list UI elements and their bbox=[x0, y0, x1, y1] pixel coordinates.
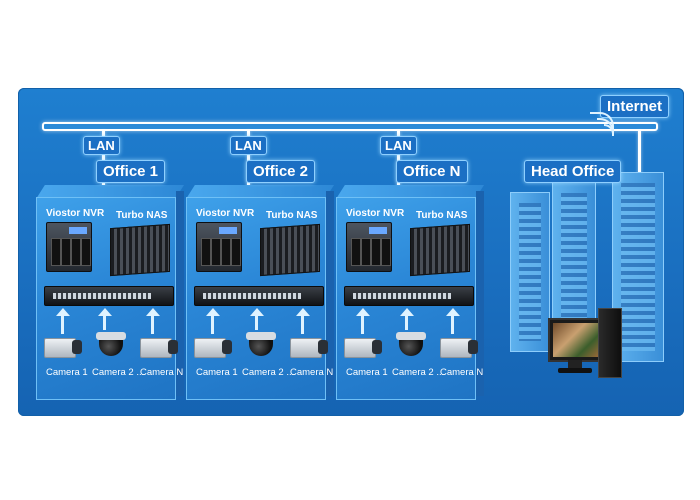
office-n-camera-2-label: Camera 2 ... bbox=[392, 367, 445, 378]
office-n-title: Office N bbox=[396, 160, 468, 183]
internet-wave-icon bbox=[597, 118, 614, 135]
office-2-nas-label: Turbo NAS bbox=[266, 210, 318, 221]
office-n-nvr-label: Viostor NVR bbox=[346, 208, 405, 219]
office-n-camera-1-label: Camera 1 bbox=[346, 367, 388, 378]
wan-bus-line bbox=[42, 122, 658, 131]
nvr-icon bbox=[196, 222, 242, 272]
office-1-nvr-label: Viostor NVR bbox=[46, 208, 105, 219]
nvr-icon bbox=[46, 222, 92, 272]
head-office-label: Head Office bbox=[524, 160, 622, 183]
monitor-stand bbox=[568, 360, 582, 368]
office-2-camera-2-label: Camera 2 ... bbox=[242, 367, 295, 378]
switch-icon bbox=[194, 286, 324, 306]
server-rack-icon bbox=[510, 192, 550, 352]
internet-wave-icon bbox=[590, 112, 614, 136]
internet-wave-icon bbox=[604, 124, 614, 134]
office-2-camera-n-label: Camera N bbox=[290, 367, 334, 378]
nas-icon bbox=[410, 223, 470, 277]
office-n-nas-label: Turbo NAS bbox=[416, 210, 468, 221]
office-n-camera-n-label: Camera N bbox=[440, 367, 484, 378]
office-1-title: Office 1 bbox=[96, 160, 166, 183]
nas-icon bbox=[110, 223, 170, 277]
switch-icon bbox=[44, 286, 174, 306]
office-1-nas-label: Turbo NAS bbox=[116, 210, 168, 221]
office-n-lan-label: LAN bbox=[380, 136, 417, 155]
office-1-lan-label: LAN bbox=[83, 136, 120, 155]
office-2-lan-label: LAN bbox=[230, 136, 267, 155]
workstation-icon bbox=[548, 318, 606, 362]
office-2-nvr-label: Viostor NVR bbox=[196, 208, 255, 219]
switch-icon bbox=[344, 286, 474, 306]
monitor-base bbox=[558, 368, 592, 373]
pc-tower-icon bbox=[598, 308, 622, 378]
office-2-title: Office 2 bbox=[246, 160, 316, 183]
office-1-camera-n-label: Camera N bbox=[140, 367, 184, 378]
nas-icon bbox=[260, 223, 320, 277]
office-1-camera-2-label: Camera 2 ... bbox=[92, 367, 145, 378]
internet-label: Internet bbox=[600, 95, 670, 118]
office-2-camera-1-label: Camera 1 bbox=[196, 367, 238, 378]
office-1-camera-1-label: Camera 1 bbox=[46, 367, 88, 378]
nvr-icon bbox=[346, 222, 392, 272]
